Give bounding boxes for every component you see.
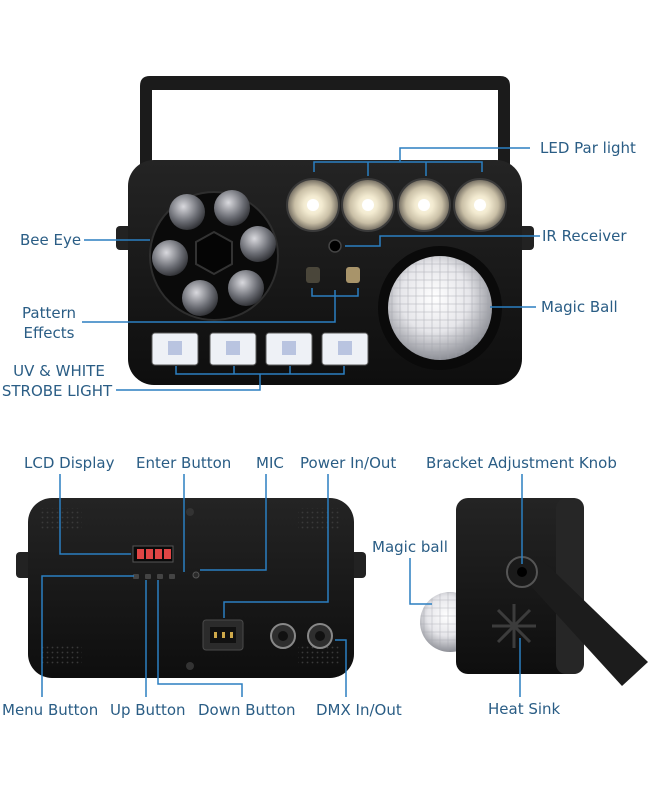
- side-leader-lines: [409, 474, 523, 697]
- label-uv-white-1: UV & WHITE: [13, 362, 105, 380]
- label-lcd-display: LCD Display: [24, 454, 115, 472]
- control-buttons: [133, 574, 175, 579]
- heat-sink-vent: [492, 604, 536, 648]
- side-bracket-arm: [518, 556, 648, 686]
- hanging-bracket: [140, 76, 510, 172]
- mic-hole: [192, 571, 200, 579]
- label-dmx-in-out: DMX In/Out: [316, 701, 402, 719]
- back-view: [16, 474, 366, 697]
- label-magic-ball-side: Magic ball: [372, 538, 448, 556]
- back-grille-tl: [40, 508, 82, 530]
- label-pattern-effects-2: Effects: [23, 324, 75, 342]
- label-pattern-effects-1: Pattern: [22, 304, 76, 322]
- pattern-effect-lenses: [306, 267, 360, 283]
- label-bracket-adjustment-knob: Bracket Adjustment Knob: [426, 454, 617, 472]
- label-ir-receiver: IR Receiver: [542, 227, 627, 245]
- label-up-button: Up Button: [110, 701, 186, 719]
- label-bee-eye: Bee Eye: [20, 231, 82, 249]
- uv-white-strobe-lights: [151, 332, 369, 366]
- led-par-lights: [286, 178, 507, 232]
- front-view: [82, 76, 540, 391]
- label-led-par-light: LED Par light: [540, 139, 636, 157]
- label-enter-button: Enter Button: [136, 454, 232, 472]
- label-mic: MIC: [256, 454, 284, 472]
- back-grille-tr: [298, 508, 340, 530]
- label-menu-button: Menu Button: [2, 701, 99, 719]
- label-magic-ball: Magic Ball: [541, 298, 618, 316]
- label-uv-white-2: STROBE LIGHT: [1, 382, 113, 400]
- label-down-button: Down Button: [198, 701, 296, 719]
- bee-eye-module: [149, 190, 279, 321]
- label-power-in-out: Power In/Out: [300, 454, 397, 472]
- back-leader-lines: [41, 474, 347, 697]
- back-grille-br: [298, 644, 340, 666]
- ir-receiver-sensor: [328, 239, 342, 253]
- magic-ball-module: [378, 246, 502, 370]
- side-view: [409, 474, 648, 697]
- back-grille-bl: [40, 644, 82, 666]
- front-leader-lines: [82, 147, 540, 391]
- label-heat-sink: Heat Sink: [488, 700, 561, 718]
- lcd-digits: [137, 549, 171, 559]
